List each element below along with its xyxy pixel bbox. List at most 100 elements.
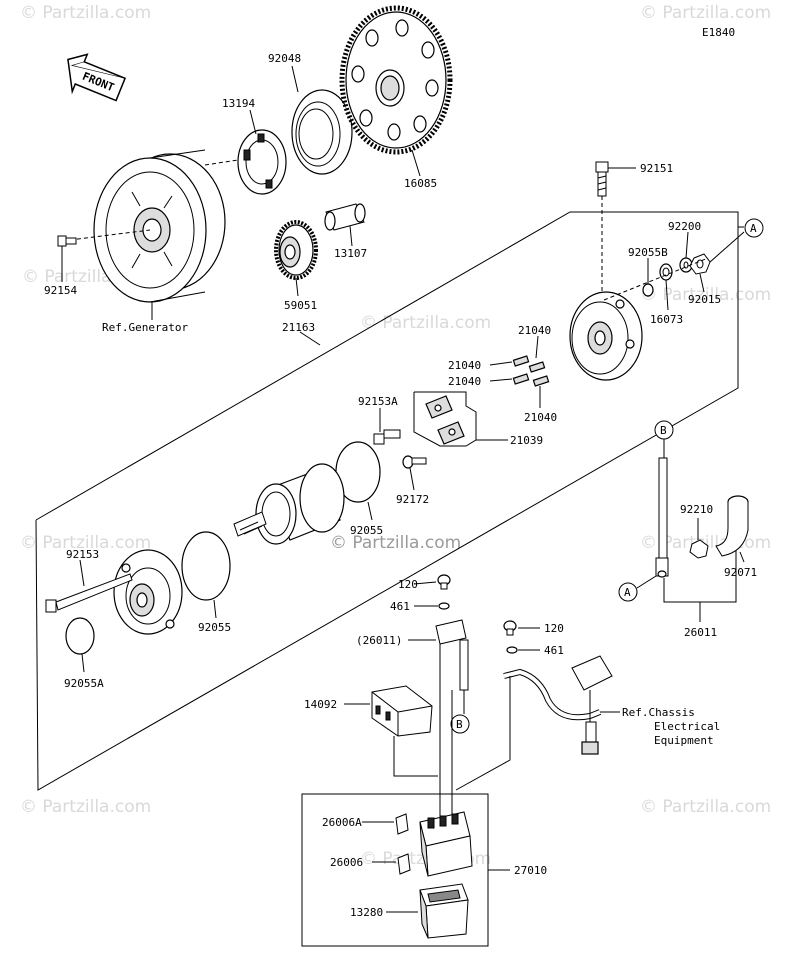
part-label-92153A: 92153A — [358, 395, 398, 408]
leader-line — [295, 277, 299, 297]
oring-92055 — [181, 531, 231, 601]
part-label-92055B: 92055B — [628, 246, 668, 259]
washer-461 — [506, 646, 518, 654]
oring-92055A — [65, 617, 95, 655]
leader-line — [603, 257, 709, 301]
idler-shaft — [324, 203, 366, 231]
leader-line — [249, 109, 257, 135]
callout-a: A — [618, 582, 638, 602]
part-label-92200: 92200 — [668, 220, 701, 233]
starter-rear-cover — [569, 291, 643, 381]
ref-chassis-label: Equipment — [654, 734, 714, 747]
part-label-92055-a: 92055 — [350, 524, 383, 537]
part-label-26011-paren: (26011) — [356, 634, 402, 647]
part-label-26011: 26011 — [684, 626, 717, 639]
watermark-text: © Partzilla.com — [20, 797, 151, 817]
bolt-92154 — [57, 235, 77, 247]
leader-line — [489, 378, 513, 382]
boot-92071 — [715, 495, 749, 557]
brush-holder — [425, 395, 465, 445]
bolt-92153 — [45, 573, 133, 613]
part-label-461-a: 461 — [390, 600, 410, 613]
watermark-text: © Partzilla.com — [20, 533, 151, 553]
leader-line — [489, 361, 513, 366]
idle-gear — [274, 220, 318, 280]
starter-assembly-outline — [35, 211, 739, 791]
part-label-21040-c: 21040 — [448, 375, 481, 388]
relay-cover-14092 — [371, 685, 433, 737]
leader-line — [409, 467, 415, 491]
callout-b: B — [654, 420, 674, 440]
ref-chassis-label: Ref.Chassis — [622, 706, 695, 719]
starter-front-cover — [113, 549, 183, 635]
fuse-26006 — [397, 853, 411, 875]
leader-line — [213, 599, 217, 619]
diagram-code: E1840 — [702, 26, 735, 39]
leader-line — [367, 501, 373, 521]
leader-line — [299, 331, 321, 346]
leader-line — [291, 65, 299, 93]
watermark-text: © Partzilla.com — [330, 533, 461, 553]
part-label-92015: 92015 — [688, 293, 721, 306]
cable-26011 — [435, 619, 469, 691]
part-label-461-b: 461 — [544, 644, 564, 657]
front-arrow-icon: FRONT — [67, 53, 127, 102]
part-label-92172: 92172 — [396, 493, 429, 506]
part-label-59051: 59051 — [284, 299, 317, 312]
part-label-14092: 14092 — [304, 698, 337, 711]
part-label-92055A: 92055A — [64, 677, 104, 690]
leader-line — [739, 551, 745, 563]
part-label-92154: 92154 — [44, 284, 77, 297]
leader-line — [685, 231, 689, 259]
part-label-26006A: 26006A — [322, 816, 362, 829]
bracket-line — [393, 736, 438, 777]
part-label-92071: 92071 — [724, 566, 757, 579]
part-label-92048: 92048 — [268, 52, 301, 65]
watermark-text: © Partzilla.com — [360, 313, 491, 333]
ref-generator-label: Ref.Generator — [102, 321, 188, 334]
leader-line — [636, 575, 657, 589]
callout-b: B — [450, 714, 470, 734]
bolt-120 — [437, 574, 451, 590]
part-label-27010: 27010 — [514, 864, 547, 877]
part-label-120-a: 120 — [398, 578, 418, 591]
wiring-harness — [503, 655, 613, 755]
part-label-13194: 13194 — [222, 97, 255, 110]
leader-line — [699, 273, 705, 293]
watermark-text: © Partzilla.com — [640, 797, 771, 817]
leader-line — [709, 231, 745, 263]
ref-chassis-label: Electrical — [654, 720, 720, 733]
leader-line — [413, 581, 437, 585]
screw-92153A — [373, 429, 401, 445]
leader-line — [79, 559, 85, 587]
insulator-16073 — [659, 263, 673, 281]
leader-line — [665, 279, 669, 311]
watermark-text: © Partzilla.com — [20, 3, 151, 23]
bolt-120 — [503, 620, 517, 636]
part-label-26006: 26006 — [330, 856, 363, 869]
part-label-13280: 13280 — [350, 906, 383, 919]
part-label-21040-b: 21040 — [448, 359, 481, 372]
fuse-26006A — [395, 813, 409, 835]
generator-rotor — [93, 149, 226, 303]
nut-92015 — [689, 253, 711, 275]
bolt-92151 — [595, 161, 609, 197]
part-label-92151: 92151 — [640, 162, 673, 175]
oring-92055B — [642, 283, 654, 297]
one-way-clutch — [237, 129, 287, 195]
part-label-16085: 16085 — [404, 177, 437, 190]
part-label-21040-a: 21040 — [518, 324, 551, 337]
nut-92210 — [689, 539, 709, 559]
washer-461 — [438, 602, 450, 610]
part-label-21163: 21163 — [282, 321, 315, 334]
starter-gear — [339, 5, 453, 155]
part-label-92210: 92210 — [680, 503, 713, 516]
part-label-21039: 21039 — [510, 434, 543, 447]
part-label-92055-b: 92055 — [198, 621, 231, 634]
callout-a-label: A — [750, 222, 757, 235]
bracket-line — [455, 676, 511, 791]
leader-line — [81, 653, 85, 673]
part-label-21040-d: 21040 — [524, 411, 557, 424]
cable-26011 — [655, 457, 669, 578]
